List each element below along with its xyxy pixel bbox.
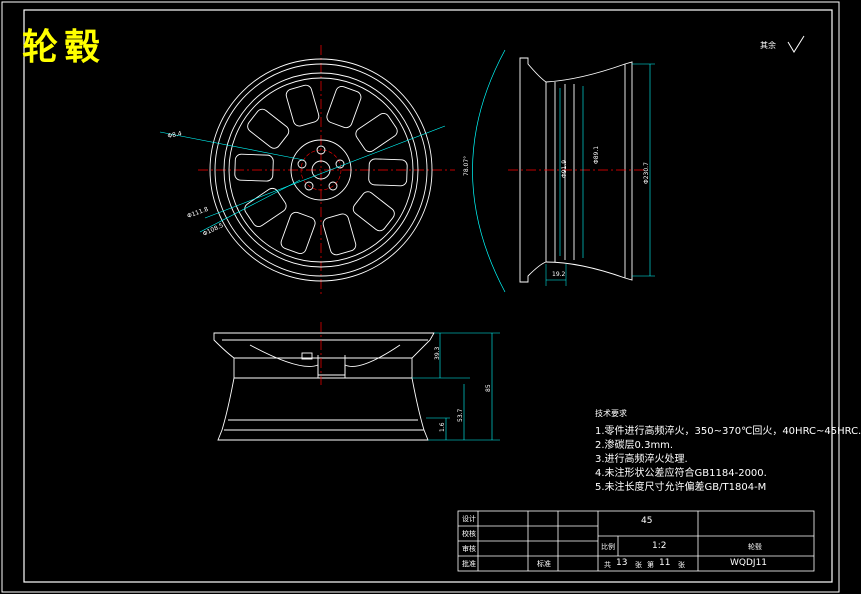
leader-hub [199, 179, 301, 233]
tb-total-label: 共 [604, 561, 611, 569]
front-view [159, 45, 455, 295]
tb-approve-label: 批准 [462, 560, 476, 568]
tb-part-name: 轮毂 [748, 543, 762, 551]
rim-inner2 [223, 72, 419, 268]
bolt-pcd [300, 149, 342, 191]
tb-material: 45 [641, 516, 653, 526]
tech-note: 3.进行高频淬火处理. [595, 454, 688, 465]
outer-frame [1, 1, 840, 593]
bolt-holes [297, 145, 345, 191]
dim-total-height: 85 [485, 384, 492, 392]
tech-note: 4.未注形状公差应符合GB1184-2000. [595, 468, 767, 479]
dim-mid-height: 53.7 [457, 408, 464, 422]
leader-pcd [204, 125, 446, 219]
angle-arc [472, 49, 506, 293]
rim-inner1 [214, 63, 428, 277]
section-view [472, 49, 655, 293]
spoke-windows [234, 84, 408, 256]
dim-hub: Φ108.5 [202, 222, 225, 238]
side-outline [213, 332, 435, 441]
dim-outer: Φ230.7 [643, 162, 650, 184]
tech-note: 1.零件进行高频淬火，350~370℃回火，40HRC~45HRC. [595, 426, 861, 437]
tb-standard-label: 标准 [537, 560, 551, 568]
tb-check-label: 校核 [462, 530, 476, 538]
section-body [545, 61, 633, 281]
tb-drawing-number: WQDJ11 [730, 558, 768, 568]
dim-top-height: 39.3 [434, 346, 441, 360]
side-view [213, 322, 500, 441]
dim-seat1: Φ91.9 [561, 160, 568, 178]
dim-low-height: 1.6 [439, 422, 446, 432]
inner-frame [23, 9, 833, 583]
dim-flange: 19.2 [552, 271, 566, 278]
leader-small [159, 131, 305, 161]
finish-mark-label: 其余 [760, 41, 776, 50]
title-block-grid [457, 510, 815, 572]
tb-total: 13 [616, 558, 628, 568]
tb-review-label: 审核 [462, 545, 476, 553]
tb-scale: 1:2 [652, 541, 667, 551]
rim-inner3 [228, 77, 414, 263]
tb-sheet-suffix: 张 [678, 561, 685, 569]
tb-sheet: 11 [659, 558, 671, 568]
tech-note: 5.未注长度尺寸允许偏差GB/T1804-M [595, 482, 767, 493]
hub-outer [290, 139, 352, 201]
rim-outer [209, 58, 433, 282]
cad-drawing: Φ8.4 Φ111.8 Φ108.5 78.07° Φ91.9 Φ89.1 Φ2… [1, 1, 840, 593]
dim-angle: 78.07° [463, 156, 470, 176]
tech-requirements-heading: 技术要求 [595, 409, 627, 418]
tb-scale-label: 比例 [601, 543, 615, 551]
finish-check-icon [787, 35, 805, 53]
tb-design-label: 设计 [462, 515, 476, 523]
dim-seat2: Φ89.1 [593, 146, 600, 164]
drawing-title: 轮毂 [22, 27, 107, 68]
tb-sheet-label: 第 [647, 561, 654, 569]
tb-sheet-mid: 张 [635, 561, 642, 569]
tech-note: 2.渗碳层0.3mm. [595, 440, 674, 451]
dim-small-bore: Φ8.4 [167, 130, 183, 140]
